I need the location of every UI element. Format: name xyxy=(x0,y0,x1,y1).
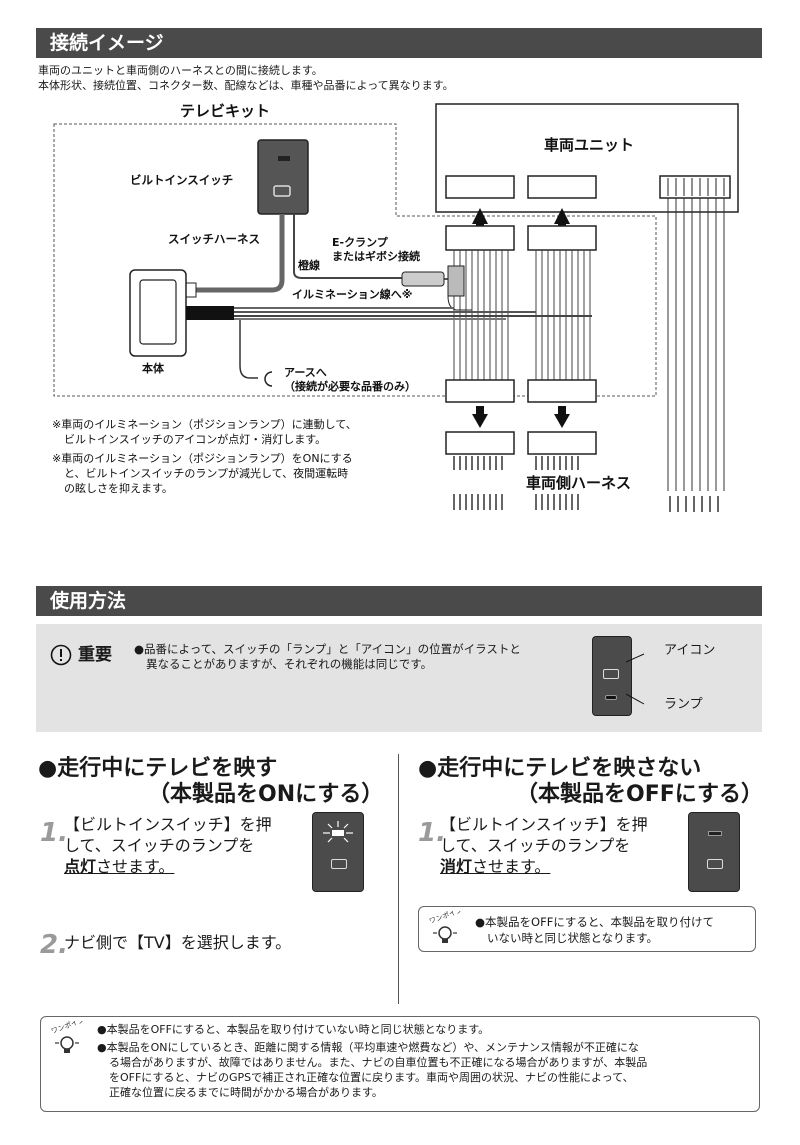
right-step1-emphasis: 消灯 xyxy=(440,857,473,876)
connection-desc-line1: 車両のユニットと車両側のハーネスとの間に接続します。 xyxy=(38,64,323,77)
up-arrow-2 xyxy=(554,208,570,230)
right-step1-line3: 消灯させます。 xyxy=(440,856,550,877)
orange-wire-label: 橙線 xyxy=(298,258,320,272)
left-step2-number: 2. xyxy=(40,930,68,960)
note2-line1: ※車両のイルミネーション（ポジションランプ）をONにする xyxy=(52,451,353,465)
switch-harness-label: スイッチハーネス xyxy=(168,232,260,246)
main-cable-plug xyxy=(186,306,234,320)
off-tip-box: ワンポイント ●本製品をOFFにすると、本製品を取り付けて いない時と同じ状態と… xyxy=(418,906,756,952)
switch-on-icon xyxy=(331,859,347,869)
kit-connector-upper-2 xyxy=(527,225,597,251)
vehicle-unit-connector-2 xyxy=(527,175,597,199)
column-divider xyxy=(398,754,399,1004)
bottom-note-line4: をOFFにすると、ナビのGPSで補正され正確な位置に戻ります。車両や周囲の状況、… xyxy=(109,1071,634,1084)
icon-label: アイコン xyxy=(664,643,716,658)
eclamp-graphic xyxy=(401,271,445,287)
right-column-title-2: （本製品をOFFにする） xyxy=(516,782,763,807)
earth-wire xyxy=(239,320,258,379)
onepoint-icon: ワンポイント xyxy=(50,1021,87,1053)
connection-desc-line2: 本体形状、接続位置、コネクター数、配線などは、車種や品番によって異なります。 xyxy=(38,79,454,92)
bottom-note-line5: 正確な位置に戻るまでに時間がかかる場合があります。 xyxy=(109,1086,383,1099)
bottom-note-box: ワンポイント ●本製品をOFFにすると、本製品を取り付けていない時と同じ状態とな… xyxy=(40,1016,760,1112)
right-step1-number: 1. xyxy=(418,818,446,848)
orange-wire xyxy=(293,214,408,279)
svg-text:ワンポイント: ワンポイント xyxy=(50,1021,87,1035)
kit-boundary xyxy=(53,123,657,397)
vehicle-harness-connector-2 xyxy=(527,431,597,455)
switch-on-illustration xyxy=(312,812,364,892)
bottom-note-line3: る場合がありますが、故障ではありません。また、ナビの自車位置も不正確になる場合が… xyxy=(109,1056,648,1069)
note2-line3: の眩しさを抑えます。 xyxy=(64,481,173,495)
right-column-title-1: ●走行中にテレビを映さない xyxy=(418,756,702,781)
vehicle-harness-connector-1 xyxy=(445,431,515,455)
right-step1-line2: して、スイッチのランプを xyxy=(440,836,631,855)
note1-line1: ※車両のイルミネーション（ポジションランプ）に連動して、 xyxy=(52,417,357,431)
switch-illustration xyxy=(592,636,632,716)
builtin-switch-label: ビルトインスイッチ xyxy=(130,173,233,187)
left-step1-line3: 点灯させます。 xyxy=(64,856,174,877)
section-header-connection: 接続イメージ xyxy=(36,28,762,58)
main-unit-label: 本体 xyxy=(142,361,165,375)
important-line2: 異なることがありますが、それぞれの機能は同じです。 xyxy=(146,657,433,671)
important-notice-box: 重要 ●品番によって、スイッチの「ランプ」と「アイコン」の位置がイラストと 異な… xyxy=(36,624,762,732)
eclamp-label-2: またはギボシ接続 xyxy=(332,249,420,263)
earth-terminal xyxy=(264,371,273,387)
vehicle-harness-label: 車両側ハーネス xyxy=(526,474,631,492)
important-line1: ●品番によって、スイッチの「ランプ」と「アイコン」の位置がイラストと xyxy=(134,642,521,656)
kit-connector-upper-1 xyxy=(445,225,515,251)
important-label: 重要 xyxy=(78,645,112,665)
left-step1-number: 1. xyxy=(40,818,68,848)
note2-line2: と、ビルトインスイッチのランプが減光して、夜間運転時 xyxy=(64,466,348,480)
onepoint-icon: ワンポイント xyxy=(428,911,465,943)
section-header-usage: 使用方法 xyxy=(36,586,762,616)
builtin-switch-graphic xyxy=(257,139,309,215)
vehicle-unit-label: 車両ユニット xyxy=(544,136,634,154)
connection-diagram: テレビキット ビルトインスイッチ スイッチハーネス 橙線 E-クランプ またはギ… xyxy=(52,102,739,512)
switch-icon xyxy=(273,185,291,197)
left-step2-text: ナビ側で【TV】を選択します。 xyxy=(64,933,292,952)
switch-off-lamp xyxy=(708,831,722,836)
direct-wire-ends xyxy=(669,496,719,512)
earth-label-2: （接続が必要な品番のみ） xyxy=(284,379,416,393)
svg-text:ワンポイント: ワンポイント xyxy=(428,911,465,925)
lamp-lit-icon xyxy=(323,821,353,843)
vehicle-unit-pins xyxy=(667,178,725,196)
up-arrow-1 xyxy=(472,208,488,230)
right-step1-line1: 【ビルトインスイッチ】を押 xyxy=(440,815,648,834)
off-tip-line1: ●本製品をOFFにすると、本製品を取り付けて xyxy=(475,915,714,929)
off-tip-line2: いない時と同じ状態となります。 xyxy=(487,931,659,945)
left-step1-line2: して、スイッチのランプを xyxy=(64,836,255,855)
vehicle-unit-connector-1 xyxy=(445,175,515,199)
left-column-title-1: ●走行中にテレビを映す xyxy=(38,756,278,781)
note1-line2: ビルトインスイッチのアイコンが点灯・消灯します。 xyxy=(64,432,326,446)
kit-label: テレビキット xyxy=(180,102,270,120)
vehicle-unit-connector-3 xyxy=(659,175,731,199)
switch-harness-plug xyxy=(185,282,197,298)
icon-graphic xyxy=(603,669,619,679)
eclamp-label-1: E-クランプ xyxy=(332,235,389,249)
exclamation-icon xyxy=(50,644,72,666)
left-step1-emphasis: 点灯 xyxy=(64,857,97,876)
bottom-note-line2: ●本製品をONにしているとき、距離に関する情報（平均車速や燃費など）や、メンテナ… xyxy=(97,1041,639,1054)
switch-harness-cable xyxy=(196,214,285,293)
switch-off-illustration xyxy=(688,812,740,892)
left-step1-line1: 【ビルトインスイッチ】を押 xyxy=(64,815,272,834)
earth-label-1: アースへ xyxy=(284,366,327,379)
switch-off-icon xyxy=(707,859,723,869)
lamp-graphic xyxy=(605,695,617,700)
vehicle-harness-wires xyxy=(453,456,579,510)
direct-wires xyxy=(667,198,725,491)
switch-lamp xyxy=(278,156,290,161)
left-column-title-2: （本製品をONにする） xyxy=(148,782,384,807)
lamp-label: ランプ xyxy=(664,697,703,712)
bottom-note-line1: ●本製品をOFFにすると、本製品を取り付けていない時と同じ状態となります。 xyxy=(97,1023,490,1036)
kit-connector-lower-2 xyxy=(527,379,597,403)
illumination-label: イルミネーション線へ※ xyxy=(292,287,412,301)
kit-connector-lower-1 xyxy=(445,379,515,403)
right-step1-tail: させます。 xyxy=(472,857,551,876)
down-arrow-1 xyxy=(472,406,488,428)
left-step1-tail: させます。 xyxy=(96,857,175,876)
down-arrow-2 xyxy=(554,406,570,428)
